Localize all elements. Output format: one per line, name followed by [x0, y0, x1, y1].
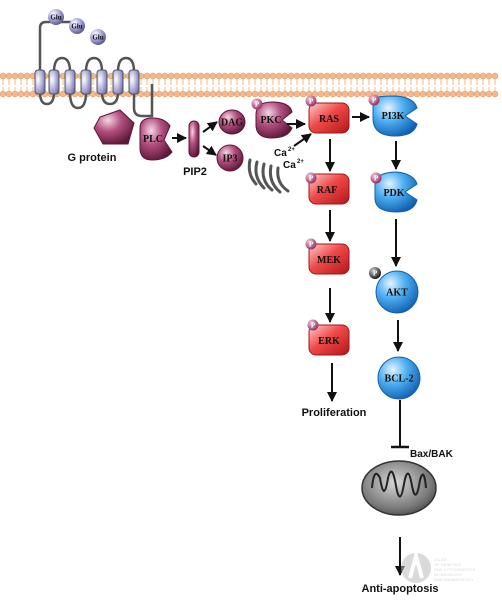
receptor-helix-1: [34, 69, 46, 95]
dag-node: DAG: [218, 109, 246, 135]
bcl2-node: BCL-2: [377, 356, 421, 400]
svg-text:IP3: IP3: [223, 154, 238, 165]
svg-text:P: P: [373, 270, 378, 278]
pkc-node: PKC: [255, 101, 293, 139]
receptor-helix-3: [64, 69, 76, 95]
proliferation-label: Proliferation: [302, 407, 367, 419]
raf-node: RAF: [308, 173, 350, 205]
pdk-node: PDK: [374, 171, 418, 213]
raf-phospho: P: [305, 172, 317, 184]
svg-text:Glu: Glu: [71, 23, 82, 31]
bax-bak-label: Bax/BAK: [410, 449, 454, 460]
receptor-helix-5: [96, 69, 108, 95]
pip2-label: PIP2: [183, 166, 207, 178]
glu-ligand-1: Glu: [48, 9, 64, 25]
erk-node: ERK: [308, 324, 350, 356]
mek-phospho: P: [305, 238, 317, 250]
svg-text:PLC: PLC: [143, 134, 163, 145]
receptor-helix-6: [112, 69, 124, 95]
svg-text:ERK: ERK: [318, 336, 340, 347]
receptor-helix-2: [48, 69, 60, 95]
glu-ligand-2: Glu: [69, 18, 85, 34]
inhibition-bcl2-bax: [391, 400, 409, 449]
svg-text:AND HAEMATOLOGY: AND HAEMATOLOGY: [434, 577, 474, 582]
akt-phospho: P: [369, 267, 381, 279]
svg-text:P: P: [309, 98, 314, 106]
glu-ligand-3: Glu: [90, 29, 106, 45]
pathway-arrows: [172, 112, 405, 576]
svg-text:P: P: [309, 241, 314, 249]
svg-text:DAG: DAG: [221, 118, 243, 129]
erk-phospho: P: [307, 319, 319, 331]
svg-text:ATLAS: ATLAS: [434, 557, 447, 562]
receptor-helix-4: [80, 69, 92, 95]
svg-text:RAS: RAS: [319, 114, 339, 125]
mitochondrion: [361, 460, 437, 516]
akt-node: AKT: [375, 270, 419, 314]
svg-text:P: P: [372, 97, 377, 105]
ip3-node: IP3: [216, 144, 244, 172]
svg-text:OF GENETICS: OF GENETICS: [434, 562, 461, 567]
svg-text:P: P: [374, 175, 379, 183]
plc-node: PLC: [139, 117, 173, 161]
atlas-watermark: ATLAS OF GENETICS AND CYTOGENETICS IN ON…: [401, 548, 475, 583]
svg-text:AKT: AKT: [386, 288, 408, 299]
svg-text:BCL-2: BCL-2: [385, 374, 414, 385]
endoplasmic-reticulum: [247, 158, 290, 194]
svg-text:IN ONCOLOGY: IN ONCOLOGY: [434, 572, 463, 577]
g-protein-label: G protein: [68, 152, 117, 164]
svg-text:Glu: Glu: [92, 34, 103, 42]
svg-text:P: P: [309, 175, 314, 183]
pdk-phospho: P: [370, 172, 382, 184]
svg-text:2+: 2+: [297, 159, 304, 165]
svg-text:RAF: RAF: [317, 185, 338, 196]
svg-text:MEK: MEK: [317, 255, 341, 266]
svg-text:Ca: Ca: [283, 160, 296, 171]
pi3k-phospho: P: [368, 94, 380, 106]
svg-text:PI3K: PI3K: [382, 111, 405, 122]
svg-text:AND CYTOGENETICS: AND CYTOGENETICS: [434, 567, 475, 572]
svg-text:PDK: PDK: [383, 188, 404, 199]
pip2-node: [188, 120, 200, 158]
ras-node: RAS: [308, 102, 350, 134]
svg-text:P: P: [311, 322, 316, 330]
mek-node: MEK: [308, 243, 350, 275]
calcium-label-2: Ca 2+: [283, 159, 304, 171]
svg-text:Glu: Glu: [50, 14, 61, 22]
svg-text:PKC: PKC: [260, 115, 281, 126]
receptor-helix-7: [128, 69, 140, 95]
anti-apoptosis-label: Anti-apoptosis: [362, 583, 439, 595]
g-protein: [93, 109, 135, 145]
svg-text:Ca: Ca: [274, 148, 287, 159]
calcium-label-1: Ca 2+: [274, 147, 295, 159]
ras-phospho: P: [305, 95, 317, 107]
receptor: [34, 20, 154, 118]
svg-text:2+: 2+: [288, 147, 295, 153]
pkc-phospho: P: [251, 98, 263, 110]
svg-text:P: P: [255, 101, 260, 109]
pi3k-node: PI3K: [372, 95, 418, 137]
